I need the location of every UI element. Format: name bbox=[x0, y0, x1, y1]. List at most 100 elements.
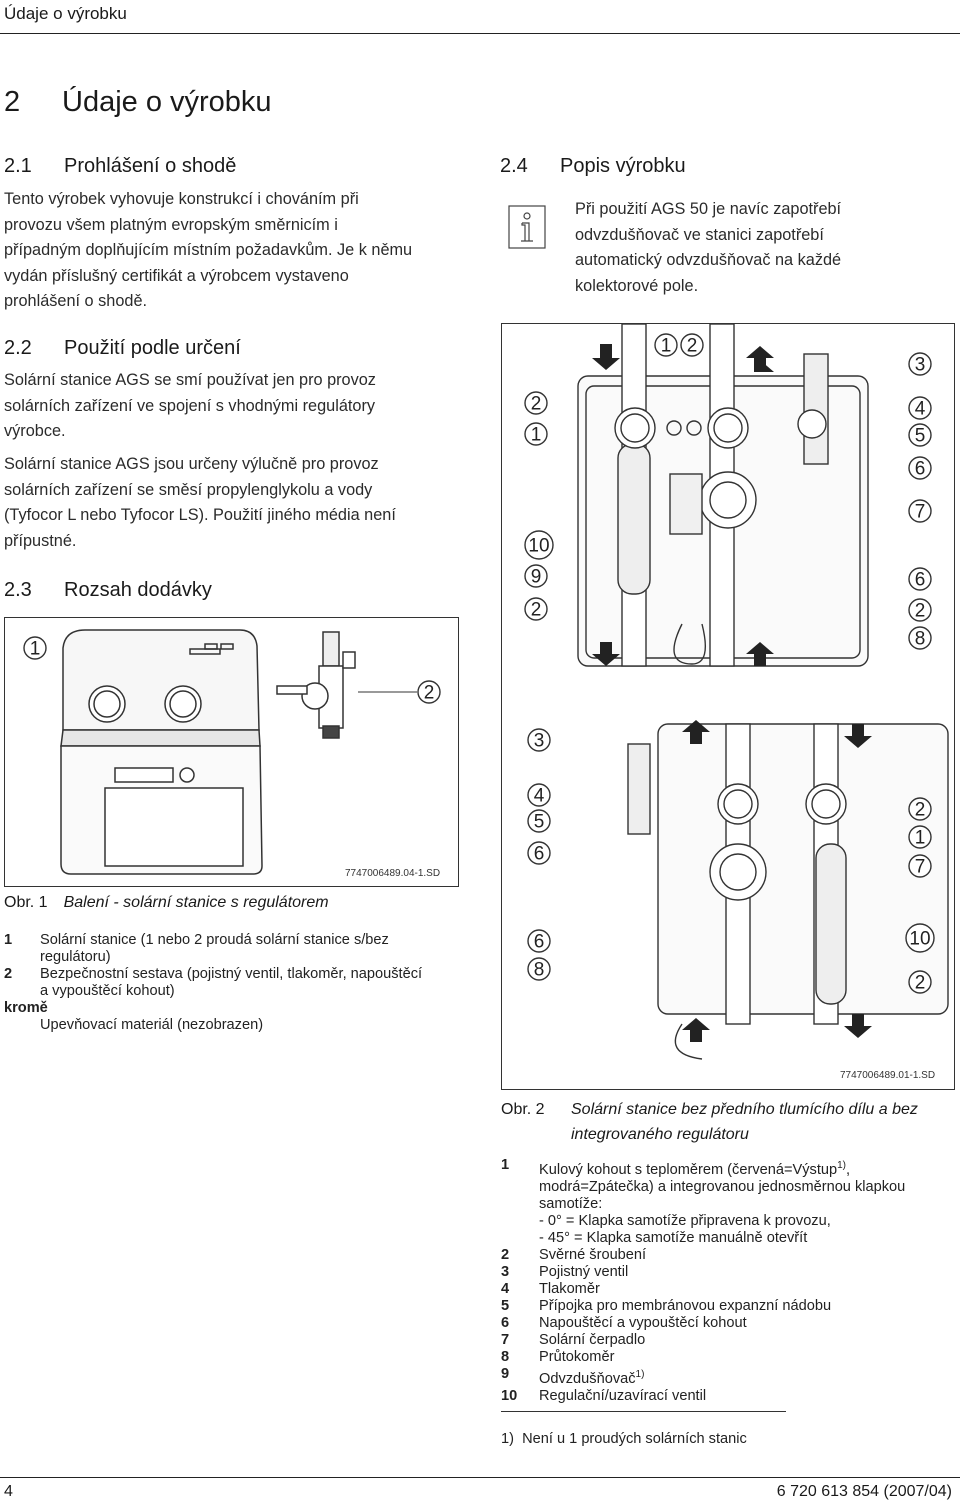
text-line: Tento výrobek vyhovuje konstrukcí i chov… bbox=[4, 190, 359, 208]
callout-text: 1 bbox=[915, 828, 926, 849]
callout-text: 6 bbox=[915, 570, 926, 591]
legend-item: 5 Přípojka pro membránovou expanzní nádob… bbox=[501, 1298, 956, 1315]
callout-text: 5 bbox=[534, 812, 545, 833]
text-line: (Tyfocor L nebo Tyfocor LS). Použití jin… bbox=[4, 506, 396, 524]
footnote-rule bbox=[501, 1411, 786, 1412]
callout: 1 bbox=[908, 825, 932, 849]
caption-text: Balení - solární stanice s regulátorem bbox=[63, 894, 329, 911]
callout-text: 8 bbox=[534, 960, 545, 981]
running-header: Údaje o výrobku bbox=[4, 4, 127, 23]
callout-text: 2 bbox=[531, 600, 542, 621]
flow-arrow-up-icon bbox=[746, 642, 774, 666]
callout: 4 bbox=[908, 396, 932, 420]
legend-text: - 45° = Klapka samotíže manuálně otevřít bbox=[539, 1229, 808, 1246]
callout-text: 1 bbox=[661, 336, 672, 357]
callout-text: 7 bbox=[915, 857, 926, 878]
callout-text: 4 bbox=[915, 399, 926, 420]
callout-2: 2 bbox=[417, 680, 441, 704]
product-note: Při použití AGS 50 je navíc zapotřebí od… bbox=[575, 197, 955, 299]
legend-text: - 0° = Klapka samotíže připravena k prov… bbox=[539, 1212, 831, 1229]
callout: 2 bbox=[908, 970, 932, 994]
legend-key: 2 bbox=[4, 966, 13, 982]
legend-text: Solární čerpadlo bbox=[539, 1331, 646, 1348]
flow-arrow-up-icon bbox=[682, 720, 710, 744]
callout-text: 3 bbox=[534, 731, 545, 752]
callout-text: 4 bbox=[534, 786, 545, 807]
legend-key: kromě bbox=[4, 1000, 48, 1016]
legend-text: Pojistný ventil bbox=[539, 1263, 629, 1280]
legend-key: 1 bbox=[501, 1157, 510, 1173]
callout: 6 bbox=[908, 456, 932, 480]
legend-item: Upevňovací materiál (nezobrazen) bbox=[4, 1017, 474, 1034]
callout: 1 bbox=[654, 333, 678, 357]
legend-continuation: - 0° = Klapka samotíže připravena k prov… bbox=[501, 1213, 956, 1230]
callout-text: 10 bbox=[909, 929, 930, 950]
legend-continuation: - 45° = Klapka samotíže manuálně otevřít bbox=[501, 1230, 956, 1247]
caption-text: integrovaného regulátoru bbox=[571, 1126, 749, 1143]
callout: 3 bbox=[908, 352, 932, 376]
flow-arrow-up-icon bbox=[754, 358, 774, 372]
legend-key: 4 bbox=[501, 1280, 510, 1297]
section-title: Použití podle určení bbox=[64, 337, 241, 359]
callout: 7 bbox=[908, 854, 932, 878]
callout: 6 bbox=[527, 929, 551, 953]
callout: 2 bbox=[908, 797, 932, 821]
legend-text: Tlakoměr bbox=[539, 1280, 600, 1297]
callout-text: 10 bbox=[528, 536, 549, 557]
callout: 8 bbox=[908, 626, 932, 650]
legend-text: regulátoru) bbox=[40, 949, 111, 965]
callout: 8 bbox=[527, 957, 551, 981]
callout: 10 bbox=[905, 923, 935, 953]
legend-item: 4 Tlakoměr bbox=[501, 1281, 956, 1298]
section-2-2-paragraph-1: Solární stanice AGS se smí používat jen … bbox=[4, 368, 474, 445]
legend-key: 9 bbox=[501, 1365, 510, 1382]
callout-text: 2 bbox=[915, 800, 926, 821]
legend-key: 5 bbox=[501, 1297, 510, 1314]
page-number: 4 bbox=[4, 1483, 13, 1500]
legend-text: Regulační/uzavírací ventil bbox=[539, 1387, 707, 1404]
text-line: přípustné. bbox=[4, 531, 77, 550]
legend-text: Bezpečnostní sestava (pojistný ventil, t… bbox=[40, 966, 423, 982]
footnote-ref: 1) bbox=[635, 1368, 645, 1380]
callout: 7 bbox=[908, 499, 932, 523]
text-line: provozu všem platným evropským směrnicím… bbox=[4, 215, 338, 234]
callout-text: 1 bbox=[30, 639, 41, 660]
text-line: výrobce. bbox=[4, 422, 66, 440]
legend-item: 1 Kulový kohout s teploměrem (červená=Výs… bbox=[501, 1157, 851, 1178]
flow-arrows bbox=[592, 344, 774, 666]
footnote-text: Není u 1 proudých solárních stanic bbox=[522, 1431, 747, 1447]
legend-key: 2 bbox=[501, 1246, 510, 1263]
legend-text: Kulový kohout s teploměrem (červená=Výst… bbox=[539, 1161, 838, 1178]
callout-text: 6 bbox=[915, 459, 926, 480]
safety-set-illustration bbox=[276, 631, 356, 739]
legend-continuation: samotíže: bbox=[501, 1196, 956, 1213]
legend-item-continuation: a vypouštěcí kohout) bbox=[4, 983, 474, 1000]
text-line: Při použití AGS 50 je navíc zapotřebí bbox=[575, 200, 842, 218]
section-number: 2.3 bbox=[4, 579, 32, 601]
callout-text: 9 bbox=[531, 567, 542, 588]
text-line: Solární stanice AGS jsou určeny výlučně … bbox=[4, 455, 379, 473]
legend-text: Upevňovací materiál (nezobrazen) bbox=[40, 1017, 264, 1033]
chapter-title: Údaje o výrobku bbox=[62, 86, 272, 118]
section-2-1-text: Tento výrobek vyhovuje konstrukcí i chov… bbox=[4, 187, 474, 315]
caption-text: Solární stanice bez předního tlumícího d… bbox=[571, 1101, 918, 1118]
flow-arrows-bottom bbox=[682, 720, 872, 1042]
callout: 2 bbox=[908, 598, 932, 622]
callout: 9 bbox=[524, 564, 548, 588]
text-line: solárních zařízení se směsí propylenglyk… bbox=[4, 480, 373, 499]
text-line: prohlášení o shodě. bbox=[4, 292, 148, 310]
legend-text: Přípojka pro membránovou expanzní nádobu bbox=[539, 1297, 832, 1314]
callout-text: 2 bbox=[687, 336, 698, 357]
